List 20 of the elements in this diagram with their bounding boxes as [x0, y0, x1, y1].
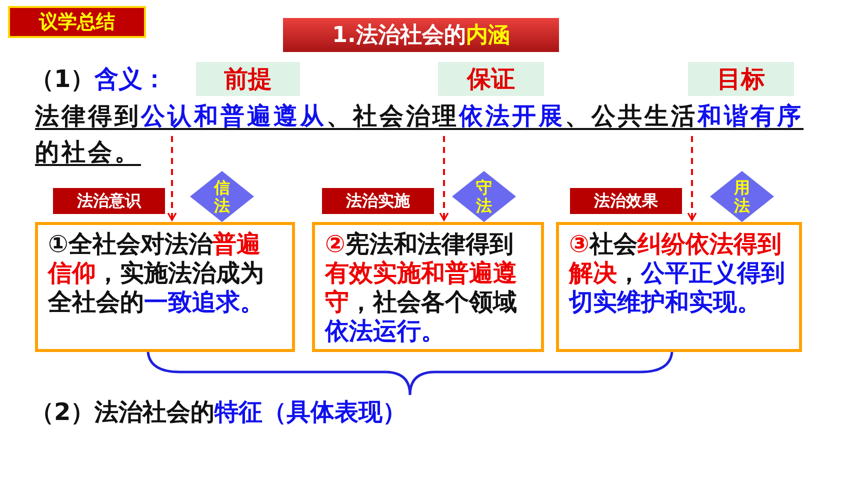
tag-label: 法治效果	[570, 188, 682, 214]
keyword-box: 保证	[438, 62, 544, 96]
subheading: （1）含义：	[30, 64, 168, 95]
dashed-arrow	[439, 136, 449, 221]
dashed-arrow	[687, 136, 697, 221]
definition-text: 法律得到公认和普遍遵从、社会治理依法开展、公共生活和谐有序的社会。	[35, 98, 815, 170]
diamond-shape: 用法	[710, 171, 774, 222]
keyword-box: 目标	[688, 62, 794, 96]
content-box: ②宪法和法律得到有效实施和普遍遵守，社会各个领域依法运行。	[312, 222, 544, 352]
dashed-arrow	[167, 136, 177, 221]
keyword-box: 前提	[196, 62, 300, 96]
content-box: ①全社会对法治普遍信仰，实施法治成为全社会的一致追求。	[35, 222, 295, 352]
diamond-shape: 信法	[190, 171, 254, 222]
heading-banner: 1.法治社会的内涵	[283, 18, 559, 52]
content-box: ③社会纠纷依法得到解决，公平正义得到切实维护和实现。	[556, 222, 802, 352]
diamond-shape: 守法	[452, 171, 516, 222]
tag-label: 法治意识	[53, 188, 165, 214]
subheading: （2）法治社会的特征（具体表现）	[30, 397, 408, 428]
section-badge: 议学总结	[8, 6, 146, 38]
tag-label: 法治实施	[322, 188, 434, 214]
